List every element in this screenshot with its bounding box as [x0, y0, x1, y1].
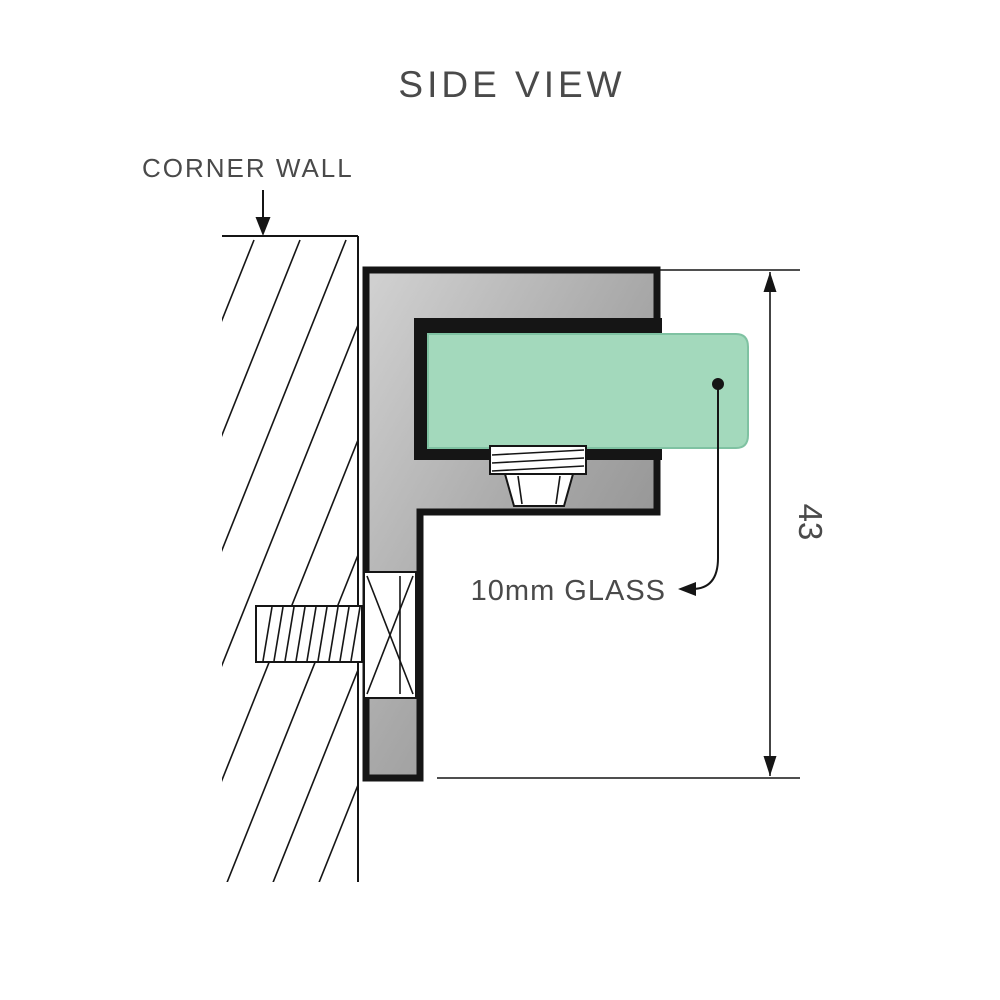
- height-dimension: 43: [437, 269, 829, 779]
- corner-wall-callout: CORNER WALL: [142, 153, 354, 236]
- glass-leader-arrowhead: [678, 582, 696, 596]
- glass-label: 10mm GLASS: [471, 575, 666, 607]
- corner-wall-label: CORNER WALL: [142, 153, 354, 183]
- glass-label-callout: 10mm GLASS: [471, 378, 724, 607]
- grub-screw: [489, 445, 587, 507]
- dimension-arrow-bottom: [763, 756, 777, 776]
- glass-leader-line: [691, 384, 719, 590]
- dimension-value: 43: [792, 504, 829, 541]
- mounting-screw: [255, 571, 417, 699]
- wall-hatching: [222, 239, 358, 882]
- grub-screw-head: [503, 473, 575, 507]
- corner-wall-arrowhead: [255, 217, 271, 236]
- glass-panel: [427, 333, 749, 449]
- title-text: SIDE VIEW: [398, 64, 625, 105]
- wall: [222, 235, 359, 882]
- dimension-arrow-top: [763, 272, 777, 292]
